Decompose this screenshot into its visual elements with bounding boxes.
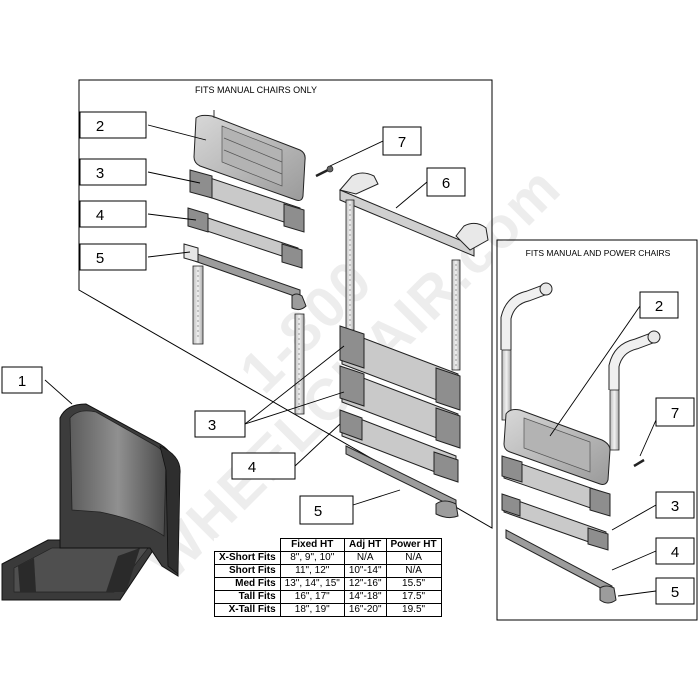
exploded-parts-left xyxy=(183,110,334,415)
power-ht-cell: 19.5" xyxy=(385,603,442,617)
tension-strap-part xyxy=(187,207,303,269)
strap-part xyxy=(189,169,305,233)
callout-5-right-text: 5 xyxy=(671,584,679,601)
back-posts xyxy=(192,265,305,415)
callout-4-middle-text: 4 xyxy=(248,459,256,476)
callout-4-left: 4 xyxy=(79,200,147,228)
fixed-ht-cell: 16", 17" xyxy=(279,590,345,604)
back-pad-part xyxy=(193,110,306,201)
fixed-ht-cell: 13", 14", 15" xyxy=(279,577,345,591)
table-row: X-Short Fits 8", 9", 10" N/A N/A xyxy=(214,551,442,565)
adj-ht-cell: 14"-18" xyxy=(343,590,387,604)
callout-5-left-text: 5 xyxy=(96,250,104,267)
power-chairs-panel: FITS MANUAL AND POWER CHAIRS xyxy=(496,239,698,621)
push-handle-bar-part xyxy=(339,172,489,371)
callout-6-text: 6 xyxy=(442,175,450,192)
table-row: Short Fits 11", 12" 10"-14" N/A xyxy=(214,564,442,578)
row-label: X-Tall Fits xyxy=(214,603,281,617)
adj-ht-cell: 12"-16" xyxy=(343,577,387,591)
manual-panel-title: FITS MANUAL CHAIRS ONLY xyxy=(195,85,317,95)
callout-7-left: 7 xyxy=(382,126,422,156)
header-corner xyxy=(214,538,281,552)
seat-back-part xyxy=(1,403,181,601)
header-adj-ht: Adj HT xyxy=(343,538,387,552)
callout-5-middle-text: 5 xyxy=(314,503,322,520)
row-label: Short Fits xyxy=(214,564,281,578)
header-power-ht: Power HT xyxy=(385,538,442,552)
callout-7-right: 7 xyxy=(655,397,695,427)
cross-bar-part xyxy=(183,243,307,311)
callout-7-left-text: 7 xyxy=(398,134,406,151)
callout-1: 1 xyxy=(1,366,43,394)
header-fixed-ht: Fixed HT xyxy=(279,538,345,552)
power-ht-cell: 15.5" xyxy=(385,577,442,591)
fixed-ht-cell: 8", 9", 10" xyxy=(279,551,345,565)
callout-5-right: 5 xyxy=(655,577,695,605)
callout-4-left-text: 4 xyxy=(96,207,104,224)
fixed-ht-cell: 11", 12" xyxy=(279,564,345,578)
callout-3-middle-text: 3 xyxy=(208,417,216,434)
callout-4-middle: 4 xyxy=(231,452,296,480)
assembled-straps xyxy=(339,325,461,519)
table-row: Tall Fits 16", 17" 14"-18" 17.5" xyxy=(214,590,442,604)
callout-6: 6 xyxy=(426,167,466,197)
row-label: Med Fits xyxy=(214,577,281,591)
fits-table-header-row: Fixed HT Adj HT Power HT xyxy=(214,538,442,552)
callout-5-left: 5 xyxy=(79,243,147,271)
callout-1-text: 1 xyxy=(18,373,26,390)
manual-panel-outline xyxy=(78,79,493,529)
adj-ht-cell: 16"-20" xyxy=(343,603,387,617)
fits-table: Fixed HT Adj HT Power HT X-Short Fits 8"… xyxy=(214,538,442,617)
callout-labels: 1 2 3 4 5 7 6 3 xyxy=(1,111,695,605)
callout-2-right-text: 2 xyxy=(655,298,663,315)
callout-5-middle: 5 xyxy=(299,495,354,525)
adj-ht-cell: 10"-14" xyxy=(343,564,387,578)
power-assembly xyxy=(500,282,661,604)
callout-4-right-text: 4 xyxy=(671,544,679,561)
callout-3-right-text: 3 xyxy=(671,498,679,515)
table-row: X-Tall Fits 18", 19" 16"-20" 19.5" xyxy=(214,603,442,617)
callout-2-left: 2 xyxy=(79,111,147,139)
power-ht-cell: 17.5" xyxy=(385,590,442,604)
callout-2-right: 2 xyxy=(639,291,679,319)
callout-7-right-text: 7 xyxy=(671,405,679,422)
callout-3-right: 3 xyxy=(655,491,695,519)
power-ht-cell: N/A xyxy=(385,564,442,578)
screw-part xyxy=(315,165,334,178)
callout-3-left: 3 xyxy=(79,158,147,186)
callout-4-right: 4 xyxy=(655,537,695,565)
power-ht-cell: N/A xyxy=(385,551,442,565)
callout-3-middle: 3 xyxy=(194,410,246,438)
middle-assembly xyxy=(339,172,489,519)
callout-3-left-text: 3 xyxy=(96,165,104,182)
row-label: X-Short Fits xyxy=(214,551,281,565)
leader-lines xyxy=(44,124,657,597)
power-panel-title: FITS MANUAL AND POWER CHAIRS xyxy=(526,248,671,258)
adj-ht-cell: N/A xyxy=(343,551,387,565)
row-label: Tall Fits xyxy=(214,590,281,604)
fixed-ht-cell: 18", 19" xyxy=(279,603,345,617)
power-panel-outline xyxy=(496,239,698,621)
table-row: Med Fits 13", 14", 15" 12"-16" 15.5" xyxy=(214,577,442,591)
manual-chairs-panel: FITS MANUAL CHAIRS ONLY xyxy=(78,79,493,529)
callout-2-left-text: 2 xyxy=(96,118,104,135)
